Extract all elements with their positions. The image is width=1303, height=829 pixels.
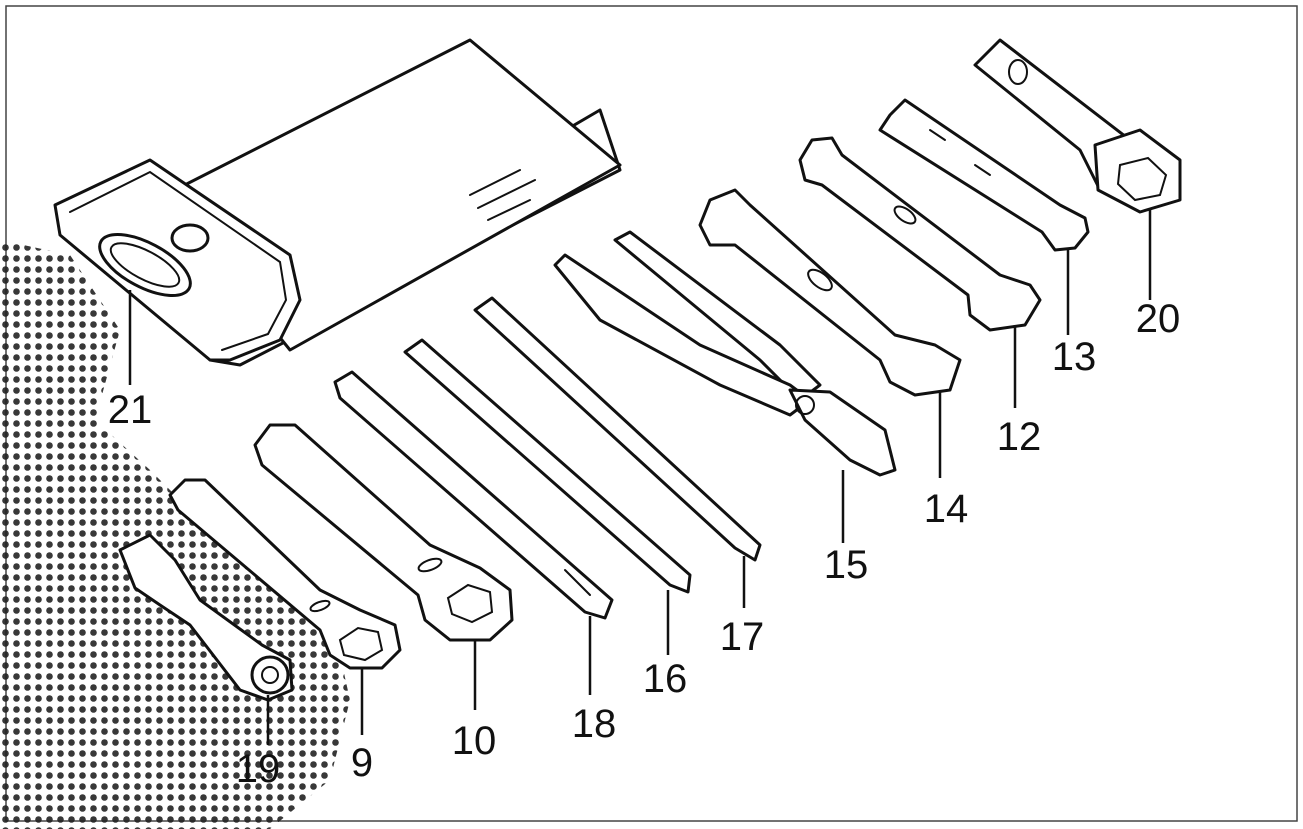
callout-17: 17	[720, 615, 765, 659]
tool-bag	[53, 38, 622, 367]
leader-lines	[128, 210, 1152, 745]
callout-13: 13	[1052, 335, 1097, 379]
screwdriver-flat	[333, 370, 614, 620]
callout-19: 19	[236, 747, 281, 791]
callout-9: 9	[351, 741, 373, 785]
callout-21: 21	[108, 388, 153, 432]
callout-labels: 21 20 13 12 14 15 17 16 18 10 9 19	[108, 297, 1181, 791]
callout-12: 12	[997, 415, 1042, 459]
screwdriver-phillips	[473, 296, 762, 562]
callout-10: 10	[452, 719, 497, 763]
screwdriver-grip	[403, 338, 692, 594]
box-wrench-large	[253, 423, 514, 642]
plug-wrench	[973, 38, 1182, 214]
open-end-wrench-large	[698, 188, 962, 397]
callout-16: 16	[643, 657, 688, 701]
callout-15: 15	[824, 543, 869, 587]
callout-20: 20	[1136, 297, 1181, 341]
pliers	[553, 230, 897, 477]
open-end-wrench-small	[878, 98, 1090, 252]
box-wrench-small	[168, 478, 402, 670]
callout-18: 18	[572, 702, 617, 746]
open-end-wrench-medium	[798, 136, 1042, 332]
socket-wrench	[118, 533, 294, 702]
callout-14: 14	[924, 487, 969, 531]
